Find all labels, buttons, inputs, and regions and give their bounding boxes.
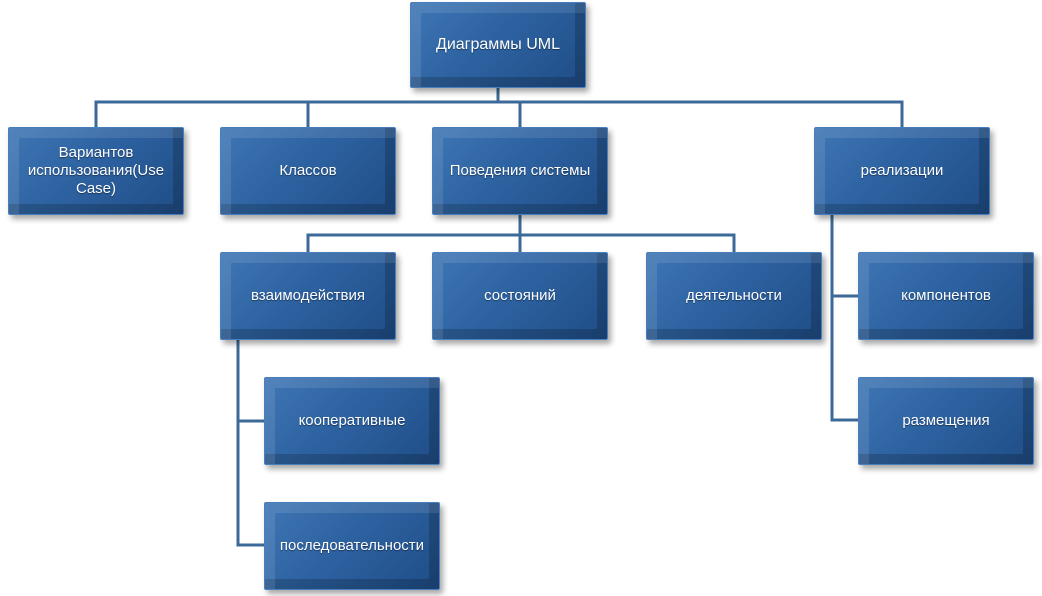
node-label: Диаграммы UML [435,36,561,54]
node-label: последовательности [279,537,425,554]
node-label: Поведения системы [449,162,591,179]
node-label: взаимодействия [250,287,366,304]
node-label: состояний [484,287,556,304]
node-deployment: размещения [858,377,1034,465]
node-label: размещения [902,412,990,429]
node-label: реализации [860,162,944,179]
node-interaction: взаимодействия [220,252,396,340]
node-cooperative: кооперативные [264,377,440,465]
node-behavior: Поведения системы [432,127,608,215]
node-label: компонентов [901,287,991,304]
node-implementation: реализации [814,127,990,215]
node-use-case: Вариантов использования(Use Case) [8,127,184,215]
node-label: кооперативные [298,412,406,429]
node-uml-diagrams: Диаграммы UML [410,2,586,88]
node-label: Классов [279,162,337,179]
node-label: Вариантов использования(Use Case) [27,144,165,197]
node-activity: деятельности [646,252,822,340]
node-states: состояний [432,252,608,340]
node-sequence: последовательности [264,502,440,590]
node-classes: Классов [220,127,396,215]
node-components: компонентов [858,252,1034,340]
node-label: деятельности [686,287,782,304]
